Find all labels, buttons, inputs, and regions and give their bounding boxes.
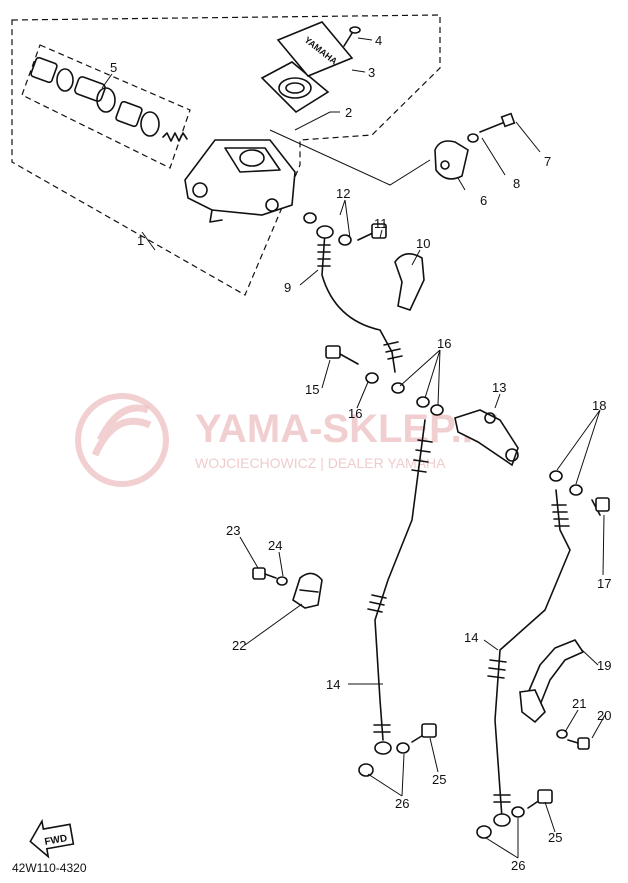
diaphragm <box>260 61 330 114</box>
callout-18: 18 <box>592 398 606 413</box>
master-cylinder-body <box>184 139 296 223</box>
callout-25-left: 25 <box>432 772 446 787</box>
clamp-bolt <box>479 112 516 133</box>
union-bolt-15 <box>325 345 359 365</box>
callout-5: 5 <box>110 60 117 75</box>
assembly-boundary-1 <box>11 14 441 296</box>
callout-6: 6 <box>480 193 487 208</box>
callout-13: 13 <box>492 380 506 395</box>
lower-brake-hose-left <box>367 419 433 755</box>
callout-15: 15 <box>305 382 319 397</box>
fwd-label: FWD <box>44 833 68 848</box>
callout-17: 17 <box>597 576 611 591</box>
callouts: 1 2 3 4 5 6 7 8 9 10 11 12 13 14 14 15 1… <box>110 33 611 873</box>
bracket-bolt <box>567 737 590 750</box>
washer-16-d <box>430 404 444 416</box>
callout-2: 2 <box>345 105 352 120</box>
callout-26-right: 26 <box>511 858 525 873</box>
washer-18-b <box>569 484 583 496</box>
watermark-logo <box>75 393 169 487</box>
callout-23: 23 <box>226 523 240 538</box>
washer-26-left-b <box>396 742 410 754</box>
upper-brake-hose <box>316 225 403 373</box>
washer-18-a <box>549 470 563 482</box>
callout-19: 19 <box>597 658 611 673</box>
callout-22: 22 <box>232 638 246 653</box>
washer-16-c <box>416 396 430 408</box>
holder-washer <box>276 576 288 586</box>
holder-bolt <box>252 567 277 580</box>
hose-bracket <box>519 639 584 724</box>
diagram-code: 42W110-4320 <box>12 861 87 875</box>
washer-16-a <box>365 372 379 384</box>
callout-1: 1 <box>137 233 144 248</box>
callout-26-left: 26 <box>395 796 409 811</box>
kit-boundary-5 <box>21 44 191 169</box>
union-washer-upper <box>303 212 317 224</box>
callout-25-right: 25 <box>548 830 562 845</box>
bracket-washer <box>556 729 568 739</box>
callout-20: 20 <box>597 708 611 723</box>
callout-21: 21 <box>572 696 586 711</box>
leader-lines <box>101 37 606 859</box>
union-bolt-11 <box>357 223 387 241</box>
callout-12: 12 <box>336 186 350 201</box>
washer-26-left-a <box>358 763 374 777</box>
callout-4: 4 <box>375 33 382 48</box>
piston-kit-parts <box>30 56 188 142</box>
union-washer-lower <box>338 234 352 246</box>
callout-14-right: 14 <box>464 630 478 645</box>
brake-hose-joint <box>454 409 519 467</box>
callout-3: 3 <box>368 65 375 80</box>
callout-10: 10 <box>416 236 430 251</box>
reservoir-cover: YAMAHA <box>276 21 354 77</box>
washer-26-right-a <box>476 825 492 839</box>
callout-16-left: 16 <box>348 406 362 421</box>
callout-8: 8 <box>513 176 520 191</box>
callout-7: 7 <box>544 154 551 169</box>
lower-brake-hose-right <box>487 489 571 827</box>
fwd-arrow: FWD <box>29 818 75 859</box>
handlebar-clamp <box>434 140 469 180</box>
cover-screw <box>343 26 361 47</box>
hose-holder <box>292 572 323 609</box>
protective-cap <box>394 253 425 311</box>
callout-11: 11 <box>374 216 388 231</box>
callout-9: 9 <box>284 280 291 295</box>
washer-16-b <box>391 382 405 394</box>
union-bolt-25-left <box>411 723 437 743</box>
washer-26-right-b <box>511 806 525 818</box>
union-bolt-17 <box>591 497 610 516</box>
union-bolt-25-right <box>527 789 553 809</box>
watermark: YAMA-SKLEP.PL WOJCIECHOWICZ | DEALER YAM… <box>75 393 513 487</box>
callout-14-left: 14 <box>326 677 340 692</box>
clamp-washer <box>467 133 479 143</box>
watermark-logo-mark <box>91 404 152 457</box>
callout-16-right: 16 <box>437 336 451 351</box>
watermark-subtitle: WOJCIECHOWICZ | DEALER YAMAHA <box>195 455 446 471</box>
callout-24: 24 <box>268 538 282 553</box>
